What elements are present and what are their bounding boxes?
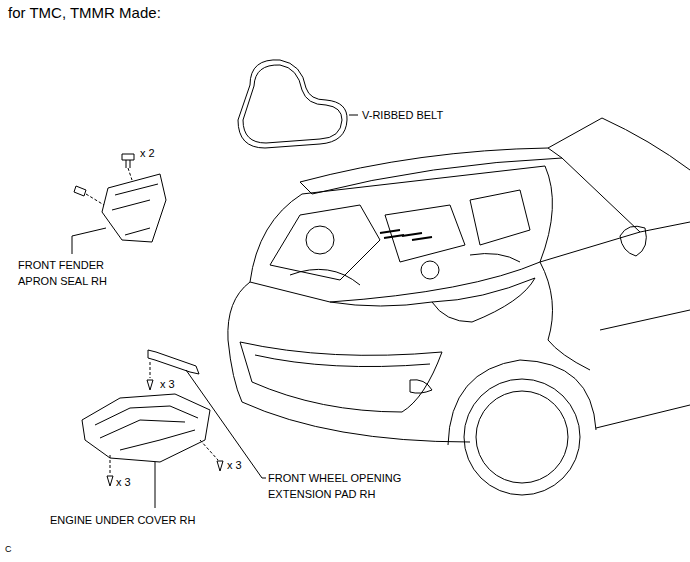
quantity-label: x 2 <box>140 145 155 161</box>
engine-part <box>421 261 439 279</box>
tire <box>464 379 580 495</box>
hood <box>300 148 562 194</box>
a-pillar <box>562 158 640 232</box>
door-line <box>600 310 690 330</box>
figure-code: C <box>5 541 12 557</box>
engine-hose <box>290 254 520 285</box>
v-ribbed-belt <box>238 60 358 148</box>
part-label: FRONT FENDER APRON SEAL RH <box>18 257 118 289</box>
apron-seal <box>72 154 166 254</box>
fender-line <box>540 262 590 370</box>
wheel-arch <box>448 360 596 445</box>
cowl-vents <box>380 230 432 240</box>
headlamp <box>432 278 535 322</box>
part-label: V-RIBBED BELT <box>362 107 443 123</box>
page-title: for TMC, TMMR Made: <box>8 4 161 22</box>
vehicle-drawing <box>228 118 690 495</box>
hood-edge <box>330 302 432 306</box>
quantity-label: x 3 <box>116 474 131 490</box>
engine-under-cover <box>82 394 223 508</box>
battery <box>470 190 530 245</box>
engine-bay <box>250 166 552 302</box>
quantity-label: x 3 <box>160 376 175 392</box>
part-label: FRONT WHEEL OPENING EXTENSION PAD RH <box>268 470 413 502</box>
wheel <box>476 391 568 483</box>
air-cleaner <box>385 205 465 262</box>
body-line <box>540 222 690 262</box>
grille-line <box>255 355 430 367</box>
grille <box>240 342 442 412</box>
fog-lamp <box>410 380 432 393</box>
engine-part <box>306 226 334 254</box>
engine-part <box>270 205 380 280</box>
part-label: ENGINE UNDER COVER RH <box>50 512 195 528</box>
rocker-line <box>596 405 690 428</box>
windshield <box>548 118 690 170</box>
quantity-label: x 3 <box>227 457 242 473</box>
front-bumper <box>228 282 470 442</box>
mirror <box>620 226 646 256</box>
